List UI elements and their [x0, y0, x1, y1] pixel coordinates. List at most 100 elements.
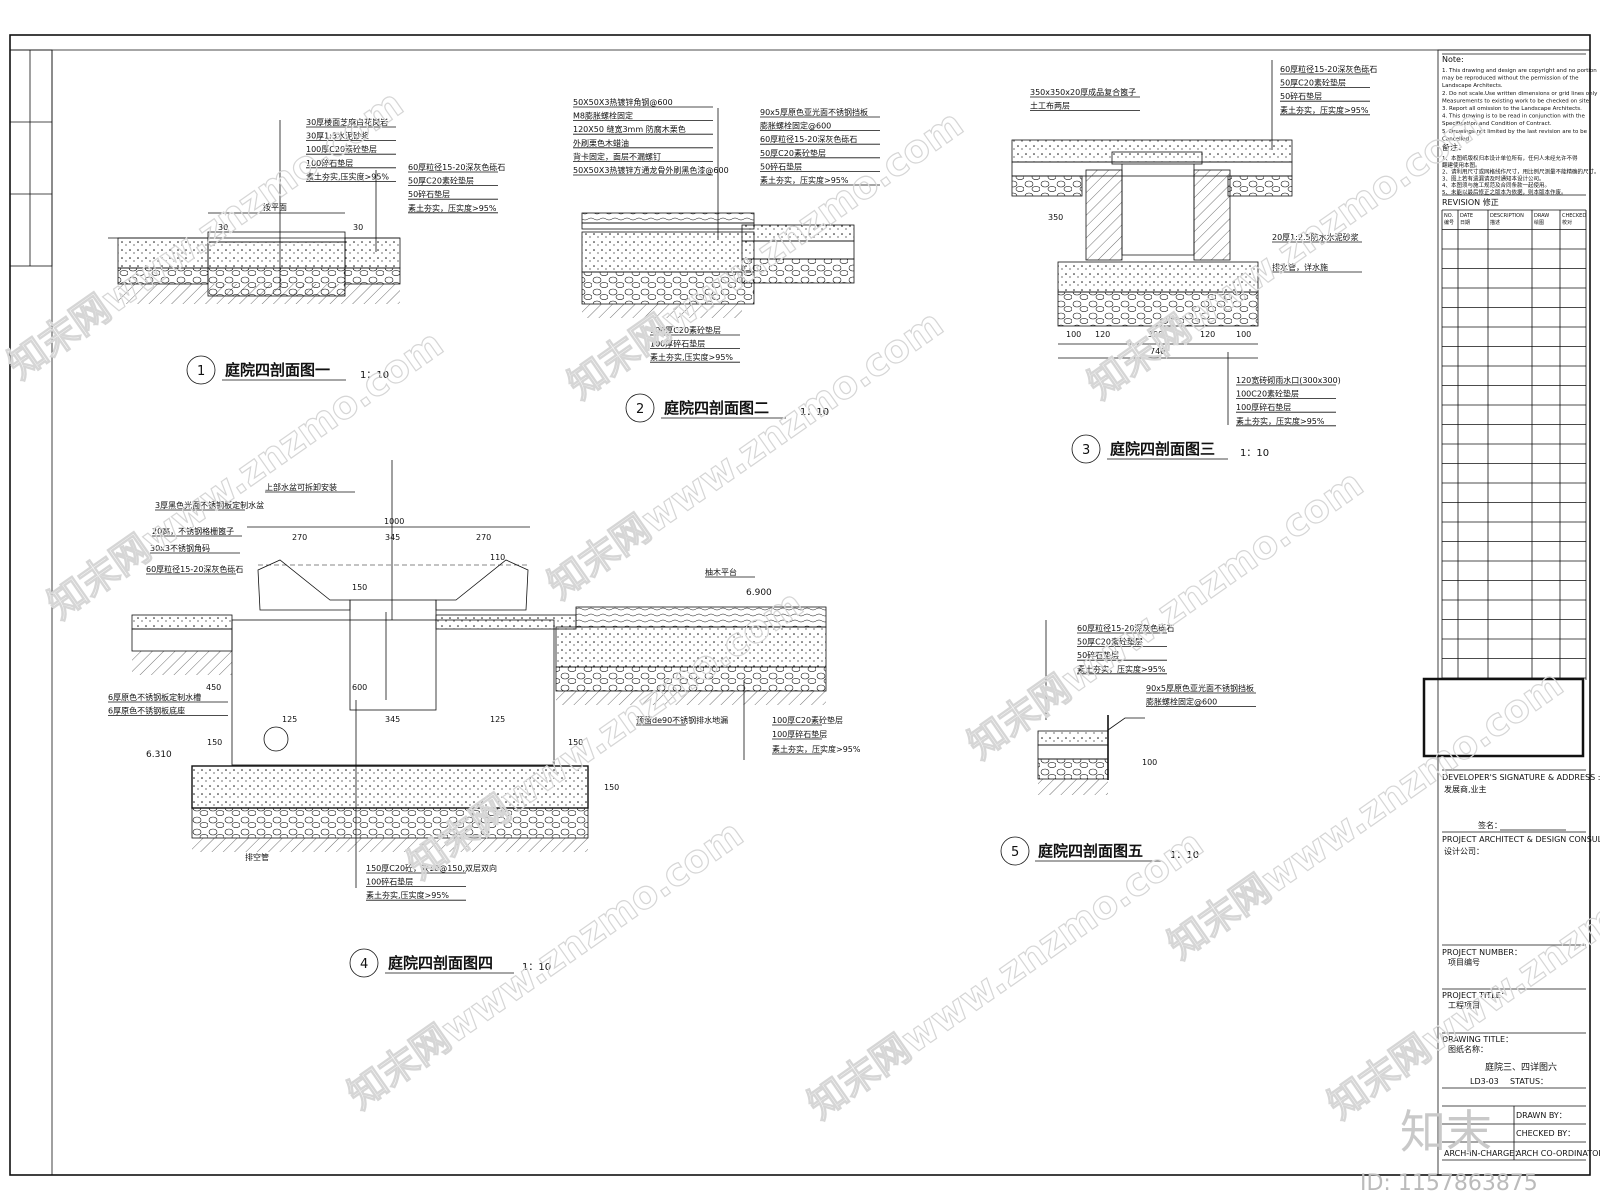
- leader-label-s1-labels_right-3: 素土夯实，压实度>95%: [408, 203, 497, 213]
- leader-label-s3-labels_top-3: 素土夯实，压实度>95%: [1280, 105, 1369, 115]
- architect-label: PROJECT ARCHITECT & DESIGN CONSULTANT:: [1442, 835, 1600, 844]
- leader-label-s4-labels_right-2: 100厚C20素砼垫层: [772, 715, 843, 725]
- leader-label-s3-labels_right-0: 20厚1:2.5防水水泥砂浆: [1272, 232, 1359, 242]
- note-en-line-6: 4. This drawing is to be read in conjunc…: [1442, 114, 1586, 120]
- arch-in-charge: ARCH-IN-CHARGE：: [1444, 1149, 1522, 1158]
- leader-label-s2-labels-4: 背卡固定，面层不漏螺钉: [573, 151, 661, 161]
- leader-label-s3-labels-1: 土工布两层: [1030, 101, 1070, 111]
- revision-col-0: NO.: [1444, 213, 1453, 219]
- note-en-line-2: Landscape Architects.: [1442, 83, 1503, 89]
- project-title-cn: 工程项目: [1448, 1001, 1480, 1010]
- brand-logo: 知末: [1400, 1105, 1492, 1159]
- section-4-dim-345-top: 345: [385, 533, 400, 542]
- notes-heading: Note:: [1442, 55, 1464, 64]
- leader-label-s4-labels_left-1: 6厚原色不锈钢板底座: [108, 706, 185, 716]
- note-en-line-3: 2. Do not scale.Use written dimensions o…: [1442, 91, 1598, 97]
- leader-label-s2-labels_bottom-1: 100厚碎石垫层: [650, 339, 705, 349]
- drawing-title-label: DRAWING TITLE：: [1442, 1035, 1513, 1044]
- note-cn-line-4: 4、本图须与施工规范及合同条款一起使用。: [1442, 181, 1550, 189]
- leader-label-s2-labels_right-2: 60厚粒径15-20深灰色砾石: [760, 134, 857, 144]
- revision-col-cn-4: 校对: [1562, 219, 1572, 226]
- watermark-text: 知末网www.znzmo.com: [960, 461, 1371, 767]
- leader-label-s1-labels-0: 30厚楼面芝麻白花岗岩: [306, 117, 388, 127]
- section-3-title: 庭院四剖面图三: [1110, 440, 1215, 458]
- leader-label-s4-labels-0: 上部水盆可拆卸安装: [265, 482, 337, 492]
- section-3-drawing: [1011, 60, 1293, 464]
- note-en-line-4: Measurements to existing work to be chec…: [1442, 98, 1591, 104]
- leader-label-s4-labels_right-4: 素土夯实，压实度>95%: [772, 744, 861, 754]
- section-5-text: 5 庭院四剖面图五 1：10 100: [1011, 758, 1199, 862]
- leader-label-s3-labels_bottom-0: 120宽砖砌雨水口(300x300): [1236, 375, 1341, 385]
- leader-label-s3-labels_right-1: 排水管，详水施: [1272, 262, 1328, 272]
- drawn-by: DRAWN BY：: [1516, 1111, 1567, 1120]
- section-4-dim-270-right: 270: [476, 533, 491, 542]
- section-5-title: 庭院四剖面图五: [1038, 842, 1143, 860]
- leader-label-s5-labels_right-1: 膨胀螺栓固定@600: [1146, 697, 1217, 707]
- leader-label-s5-labels_right-0: 90x5厚原色亚光面不锈钢挡板: [1146, 683, 1254, 693]
- note-cn-line-0: 1、本图纸版权归本设计单位所有，任何人未经允许不得: [1442, 154, 1578, 162]
- section-3-dim-5: 100: [1236, 330, 1251, 339]
- leader-label-s1-labels-2: 100厚C20素砼垫层: [306, 144, 377, 154]
- note-en-line-0: 1. This drawing and design are copyright…: [1442, 68, 1597, 74]
- note-en-line-5: 3. Report all omission to the Landscape …: [1442, 106, 1582, 112]
- leader-label-s3-labels_bottom-1: 100C20素砼垫层: [1236, 389, 1299, 399]
- section-4-dim-600: 600: [352, 683, 367, 692]
- section-1-text: 1 庭院四剖面图一 1：10 按平面 30 30: [197, 202, 389, 381]
- revision-col-cn-2: 描述: [1490, 219, 1500, 226]
- section-3-dim-3: 300: [1148, 330, 1163, 339]
- project-number-cn: 项目编号: [1448, 957, 1480, 967]
- section-4-dim-450: 450: [206, 683, 221, 692]
- leader-label-s4-labels_right-0: 柚木平台: [705, 567, 737, 577]
- developer-label: DEVELOPER'S SIGNATURE & ADDRESS :: [1442, 773, 1600, 782]
- developer-sign: 签名：: [1478, 820, 1502, 830]
- section-4-pipe: 排空管: [245, 852, 269, 862]
- section-4-dim-150-right: 150: [568, 738, 583, 747]
- leader-label-s3-labels_top-2: 50碎石垫层: [1280, 91, 1322, 101]
- watermark-text: 知末网www.znzmo.com: [800, 821, 1211, 1127]
- leader-label-s2-labels-2: 120X50 缝宽3mm 防腐木栗色: [573, 124, 686, 134]
- id-text: ID: 1157863875: [1360, 1171, 1538, 1196]
- leader-label-s2-labels-5: 50X50X3热镀锌方通龙骨外刷黑色漆@600: [573, 165, 729, 175]
- revision-col-2: DESCRIPTION: [1490, 213, 1524, 219]
- leader-label-s2-labels-3: 外刷栗色木蜡油: [573, 138, 629, 148]
- section-4-dim-125-left: 125: [282, 715, 297, 724]
- watermark-text: 知末网www.znzmo.com: [0, 81, 411, 387]
- section-2-number: 2: [636, 402, 644, 417]
- section-1-note: 按平面: [263, 202, 287, 212]
- leader-label-s3-labels_top-0: 60厚粒径15-20深灰色砾石: [1280, 64, 1377, 74]
- section-4-dim-345-bottom: 345: [385, 715, 400, 724]
- section-1-number: 1: [197, 364, 205, 379]
- section-4-text: 4 庭院四剖面图四 1：10 排空管 6.900 6.310 1000 270 …: [146, 517, 772, 974]
- leader-label-s4-labels-4: 60厚粒径15-20深灰色砾石: [146, 564, 243, 574]
- section-3-dim-4: 120: [1200, 330, 1215, 339]
- leader-label-s2-labels_right-3: 50厚C20素砼垫层: [760, 148, 826, 158]
- revision-grid: [1441, 209, 1587, 680]
- title-block: [1422, 49, 1591, 1176]
- leader-label-s2-labels_bottom-2: 素土夯实,压实度>95%: [650, 352, 733, 362]
- leader-label-s5-labels-1: 50厚C20素砼垫层: [1077, 637, 1143, 647]
- watermark-text: 知末网www.znzmo.com: [1160, 661, 1571, 967]
- leader-label-s3-labels_bottom-3: 素土夯实，压实度>95%: [1236, 416, 1325, 426]
- title-block-text: Note: 1. This drawing and design are cop…: [1442, 55, 1600, 1158]
- note-en-line-9: Cancelled: [1442, 136, 1469, 142]
- section-4-number: 4: [360, 957, 368, 972]
- section-2-title: 庭院四剖面图二: [664, 399, 769, 417]
- revision-label: REVISION 修正: [1442, 197, 1499, 207]
- checked-by: CHECKED BY：: [1516, 1129, 1575, 1138]
- note-en-line-8: 5. Drawings not limited by the last revi…: [1442, 129, 1588, 135]
- leader-label-s3-labels-0: 350x350x20厚成品复合篦子: [1030, 87, 1136, 97]
- leader-label-s3-labels_top-1: 50厚C20素砼垫层: [1280, 78, 1346, 88]
- revision-col-1: DATE: [1460, 213, 1473, 219]
- project-title-label: PROJECT TITLE：: [1442, 991, 1509, 1000]
- section-4-dim-150-left: 150: [207, 738, 222, 747]
- leader-label-s2-labels-1: M8膨胀螺栓固定: [573, 111, 633, 121]
- leader-labels: 30厚楼面芝麻白花岗岩30厚1:3水泥砂浆100厚C20素砼垫层100碎石垫层素…: [108, 64, 1377, 901]
- note-en-line-1: may be reproduced without the permission…: [1442, 76, 1579, 82]
- revision-col-cn-0: 编号: [1444, 219, 1454, 226]
- leader-label-s2-labels_right-0: 90x5厚原色亚光面不锈钢挡板: [760, 107, 868, 117]
- section-1-dim-right: 30: [353, 223, 363, 232]
- note-en-line-7: Specification and Condition of Contract.: [1442, 121, 1552, 127]
- drawing-number: LD3-03: [1470, 1077, 1499, 1086]
